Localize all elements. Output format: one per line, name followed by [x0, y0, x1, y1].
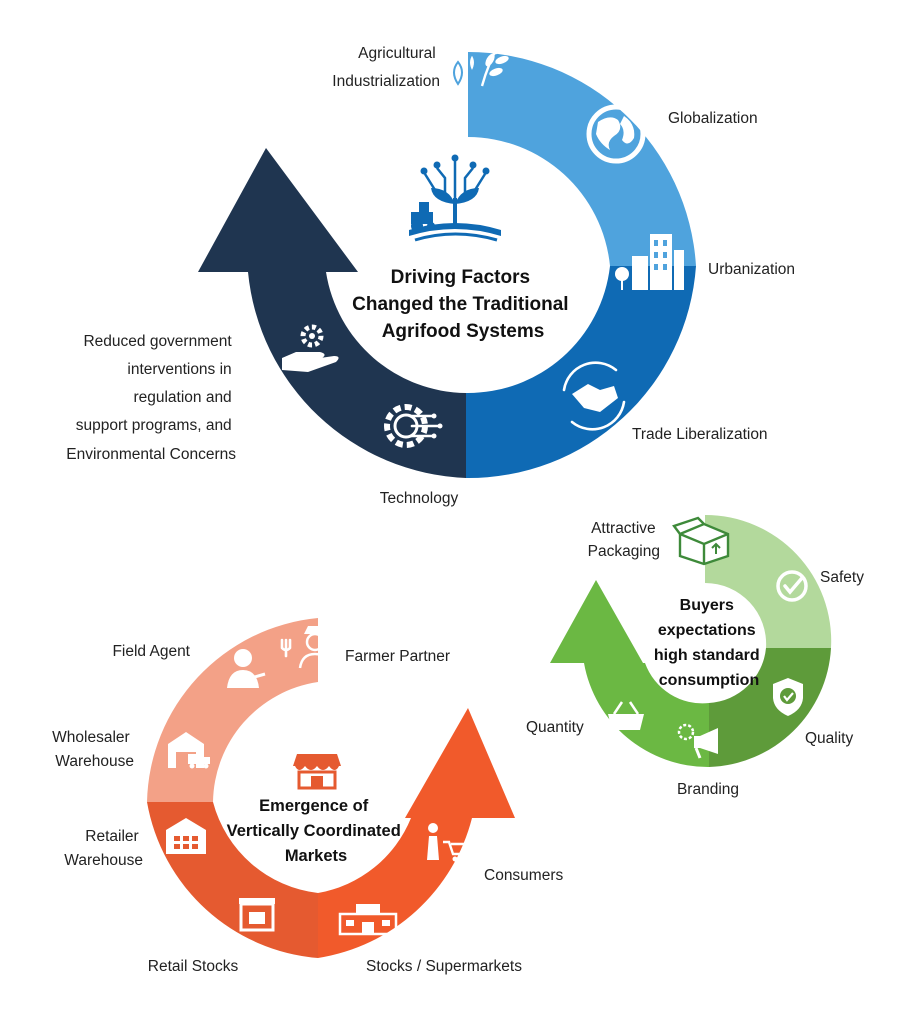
warehouse-icon [166, 818, 206, 854]
label-line: Packaging [588, 543, 660, 560]
wheat-drops-icon [453, 41, 509, 87]
cycle1-segment-navy [198, 148, 466, 478]
cycle3-segment-orange-arrow [318, 708, 515, 958]
hand-gear-icon [282, 324, 339, 372]
vertical-markets-cycle: Emergence of Vertically Coordinated Mark… [52, 618, 563, 975]
megaphone-icon [677, 723, 718, 759]
label-line: interventions in [127, 361, 231, 378]
cycle2-segment-green-arrow [550, 580, 709, 768]
label-line: Warehouse [55, 753, 134, 770]
cycle2-title-line: Buyers [680, 597, 734, 614]
label-technology: Technology [380, 490, 459, 507]
cycle2-title-line: high standard [654, 647, 760, 664]
label-line: Wholesaler [52, 729, 130, 746]
city-buildings-icon [615, 234, 684, 290]
gear-circuit-icon [384, 404, 443, 448]
label-trade-liberalization: Trade Liberalization [632, 426, 768, 443]
label-field-agent: Field Agent [112, 643, 190, 660]
label-line: support programs, and [76, 417, 232, 434]
label-wholesaler-warehouse: Wholesaler Warehouse [52, 729, 134, 770]
basket-icon [608, 701, 644, 730]
supermarket-icon [338, 904, 398, 936]
label-safety: Safety [820, 569, 864, 586]
handshake-icon [562, 361, 626, 431]
label-retail-stocks: Retail Stocks [148, 958, 239, 975]
cycle3-title-line: Vertically Coordinated [227, 822, 401, 840]
check-badge-icon [776, 570, 808, 602]
cycle1-title-line: Changed the Traditional [352, 294, 568, 315]
label-quality: Quality [805, 730, 853, 747]
cycle3-title-line: Emergence of [259, 797, 369, 815]
label-line: Environmental Concerns [66, 446, 236, 463]
label-agricultural-industrialization: Agricultural Industrialization [332, 45, 440, 90]
plant-tractor-icon [409, 154, 501, 242]
shield-check-icon [773, 678, 803, 716]
label-line: Agricultural [358, 45, 436, 62]
cycle2-title-line: expectations [658, 622, 756, 639]
label-reduced-government: Reduced government interventions in regu… [66, 333, 236, 463]
label-quantity: Quantity [526, 719, 584, 736]
cycle3-title-line: Markets [285, 847, 347, 865]
label-line: Attractive [591, 520, 656, 537]
driving-factors-cycle: Driving Factors Changed the Traditional … [66, 41, 795, 507]
cycle1-title-line: Agrifood Systems [382, 321, 545, 342]
cycle3-title: Emergence of Vertically Coordinated Mark… [227, 797, 406, 865]
cycle1-title-line: Driving Factors [391, 267, 530, 288]
label-globalization: Globalization [668, 110, 758, 127]
label-urbanization: Urbanization [708, 261, 795, 278]
label-line: Reduced government [83, 333, 232, 350]
cycle2-title: Buyers expectations high standard consum… [654, 597, 764, 689]
box-icon [672, 516, 730, 566]
label-line: Retailer [85, 828, 138, 845]
label-farmer-partner: Farmer Partner [345, 648, 450, 665]
label-attractive-packaging: Attractive Packaging [588, 520, 660, 560]
label-line: Industrialization [332, 73, 440, 90]
label-line: Warehouse [64, 852, 143, 869]
label-consumers: Consumers [484, 867, 563, 884]
cycle2-segment-light-green [705, 514, 832, 648]
cycle2-segment-green [709, 648, 831, 767]
shopper-cart-icon [427, 823, 473, 862]
label-branding: Branding [677, 781, 739, 798]
farmer-icon [280, 626, 332, 669]
storefront-icon [293, 754, 341, 790]
truck-warehouse-icon [168, 732, 210, 769]
label-stocks-supermarkets: Stocks / Supermarkets [366, 958, 522, 975]
buyers-expectations-cycle: Buyers expectations high standard consum… [526, 514, 864, 798]
label-retailer-warehouse: Retailer Warehouse [64, 828, 143, 869]
cycle2-title-line: consumption [659, 672, 759, 689]
globe-icon [586, 104, 646, 164]
label-line: regulation and [133, 389, 231, 406]
cycle1-segment-light-blue [468, 51, 696, 267]
field-agent-icon [227, 649, 266, 688]
cycle1-segment-blue [466, 266, 696, 479]
retail-store-icon [239, 898, 275, 932]
cycle1-title: Driving Factors Changed the Traditional … [352, 267, 574, 342]
